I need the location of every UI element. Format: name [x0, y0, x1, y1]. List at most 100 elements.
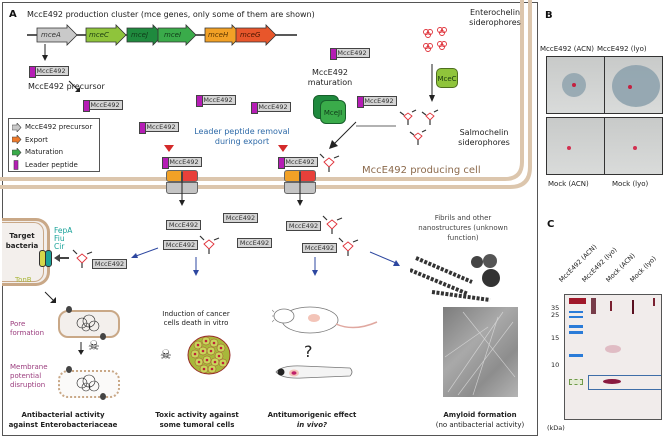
outcome-line1: Antibacterial activity — [21, 411, 105, 419]
outcome-line1: Toxic activity against — [155, 411, 239, 419]
bacterium-disrupted — [58, 370, 120, 398]
sample-well-band — [632, 300, 634, 314]
inhibition-halo — [612, 65, 660, 107]
panel-c-letter: C — [547, 219, 555, 230]
legend-label: Maturation — [25, 148, 64, 157]
question-mark: ? — [304, 342, 313, 361]
legend-label: Export — [25, 135, 48, 144]
smear-band — [605, 345, 621, 353]
cancer-cells-cluster — [187, 335, 231, 375]
amyloid-micrograph — [443, 307, 518, 397]
marker-band — [569, 311, 583, 313]
outcome-line2: some tumoral cells — [159, 421, 235, 429]
dna-tangle-icon — [76, 314, 100, 332]
peptide-at-transporter: MccE492 — [278, 157, 318, 169]
gene-label-mceG: mceG — [240, 31, 261, 39]
enterochelin-icon — [423, 27, 447, 52]
sample-well-band — [653, 298, 655, 306]
peptide-precursor: MccE492 — [196, 95, 236, 107]
legend-item-precursor: MccE492 precursor — [12, 121, 96, 134]
salmochelin-icon — [399, 109, 439, 145]
marker-band — [569, 331, 583, 334]
pore-formation-label: Pore formation — [10, 320, 45, 337]
gene-label-mceA: mceA — [41, 31, 61, 39]
blue-arrow-diag-icon — [369, 251, 400, 266]
legend-item-maturation: Maturation — [12, 146, 96, 159]
arrow-down-icon — [42, 44, 48, 61]
western-blot-gel — [564, 294, 662, 420]
lane-label: MccE492 (ACN) — [557, 242, 599, 284]
receptor-fiu: Fiu — [54, 234, 65, 243]
enzyme-mceji: MceJI — [320, 100, 346, 124]
cancer-induction-label: Induction of cancer cells death in vitro — [156, 310, 236, 328]
outcome-line2: against Enterobacteriaceae — [8, 421, 118, 429]
plate-mcce492-lyo — [604, 56, 663, 114]
export-transporter-left — [164, 145, 174, 152]
pore-icon — [100, 333, 106, 340]
peptide-mature: MccE492 — [237, 238, 272, 248]
spot-icon — [572, 83, 576, 87]
dna-tangle-icon — [76, 374, 100, 392]
receptor-fepa: FepA — [54, 226, 73, 235]
peptide-precursor: MccE492 — [29, 66, 69, 78]
peptide-at-transporter: MccE492 — [162, 157, 202, 169]
plate-label: Mock (ACN) — [548, 180, 589, 188]
gene-mceG — [235, 24, 277, 46]
unit-label: (kDa) — [547, 424, 565, 432]
arrow-diag-icon — [68, 80, 80, 92]
marker-label-25: 25 — [551, 311, 560, 319]
skull-icon: ☠ — [88, 339, 100, 354]
precursor-label: MccE492 precursor — [28, 82, 105, 92]
peptide-mature: MccE492 — [92, 259, 127, 269]
arrow-left-icon — [54, 254, 69, 262]
outcome-antibacterial: Antibacterial activity against Enterobac… — [8, 410, 118, 430]
panel-a-letter: A — [9, 9, 17, 20]
peptide-mature: MccE492 — [223, 213, 258, 223]
maturation-label: MccE492 maturation — [307, 68, 353, 87]
blue-arrow-down-icon — [312, 257, 318, 276]
marker-band — [569, 316, 583, 318]
blue-arrow-down-icon — [193, 257, 199, 276]
plate-label: Mock (lyo) — [612, 180, 649, 188]
gene-label-mceC: mceC — [89, 31, 109, 39]
peptide-precursor: MccE492 — [357, 96, 397, 108]
marker-label-35: 35 — [551, 304, 560, 312]
cancer-induction-text: Induction of cancer cells death in vitro — [162, 310, 230, 327]
plate-mcce492-acn — [546, 56, 605, 114]
arrow-down-icon — [78, 342, 84, 355]
marker-label-10: 10 — [551, 361, 560, 369]
precursor-label-text: MccE492 precursor — [28, 82, 105, 91]
siderophore-icon — [322, 215, 343, 234]
outcome-toxic: Toxic activity against some tumoral cell… — [150, 410, 244, 430]
arrow-diag-icon — [44, 291, 56, 303]
gene-cluster — [27, 24, 297, 46]
salmochelin-label: Salmochelin siderophores — [458, 128, 510, 147]
siderophore-icon — [72, 249, 93, 268]
gene-label-mceH: mceH — [208, 31, 229, 39]
marker-band-10kda — [569, 379, 583, 385]
orange-arrow-icon — [12, 135, 22, 145]
outcome-antitumorigenic: Antitumorigenic effect in vivo? — [262, 410, 362, 430]
spot-icon — [633, 146, 637, 150]
fibrils-micrograph-icon — [444, 311, 516, 396]
sample-well-band — [610, 301, 612, 311]
gray-arrow-icon — [12, 122, 22, 132]
peptide-mature: MccE492 — [166, 220, 201, 230]
skull-icon: ☠ — [160, 348, 172, 363]
arrow-down-icon — [179, 172, 185, 206]
pore-icon — [66, 366, 72, 373]
sample-well-band — [591, 298, 596, 314]
legend-item-leader: Leader peptide — [12, 159, 96, 172]
plate-label: MccE492 (lyo) — [597, 45, 647, 53]
gene-mceI — [157, 24, 197, 46]
leader-removal-label: Leader peptide removal during export — [194, 127, 290, 146]
membrane-disruption-label: Membrane potential disruption — [10, 363, 48, 389]
plate-mock-lyo — [604, 117, 663, 175]
gene-label-mceJ: mceJ — [131, 31, 149, 39]
green-arrow-icon — [12, 147, 22, 157]
legend-item-export: Export — [12, 134, 96, 147]
legend: MccE492 precursor Export Maturation Lead… — [8, 118, 100, 172]
mouse-illustration — [272, 306, 378, 334]
gene-label-mceI: mceI — [164, 31, 182, 39]
siderophore-icon — [319, 153, 340, 172]
